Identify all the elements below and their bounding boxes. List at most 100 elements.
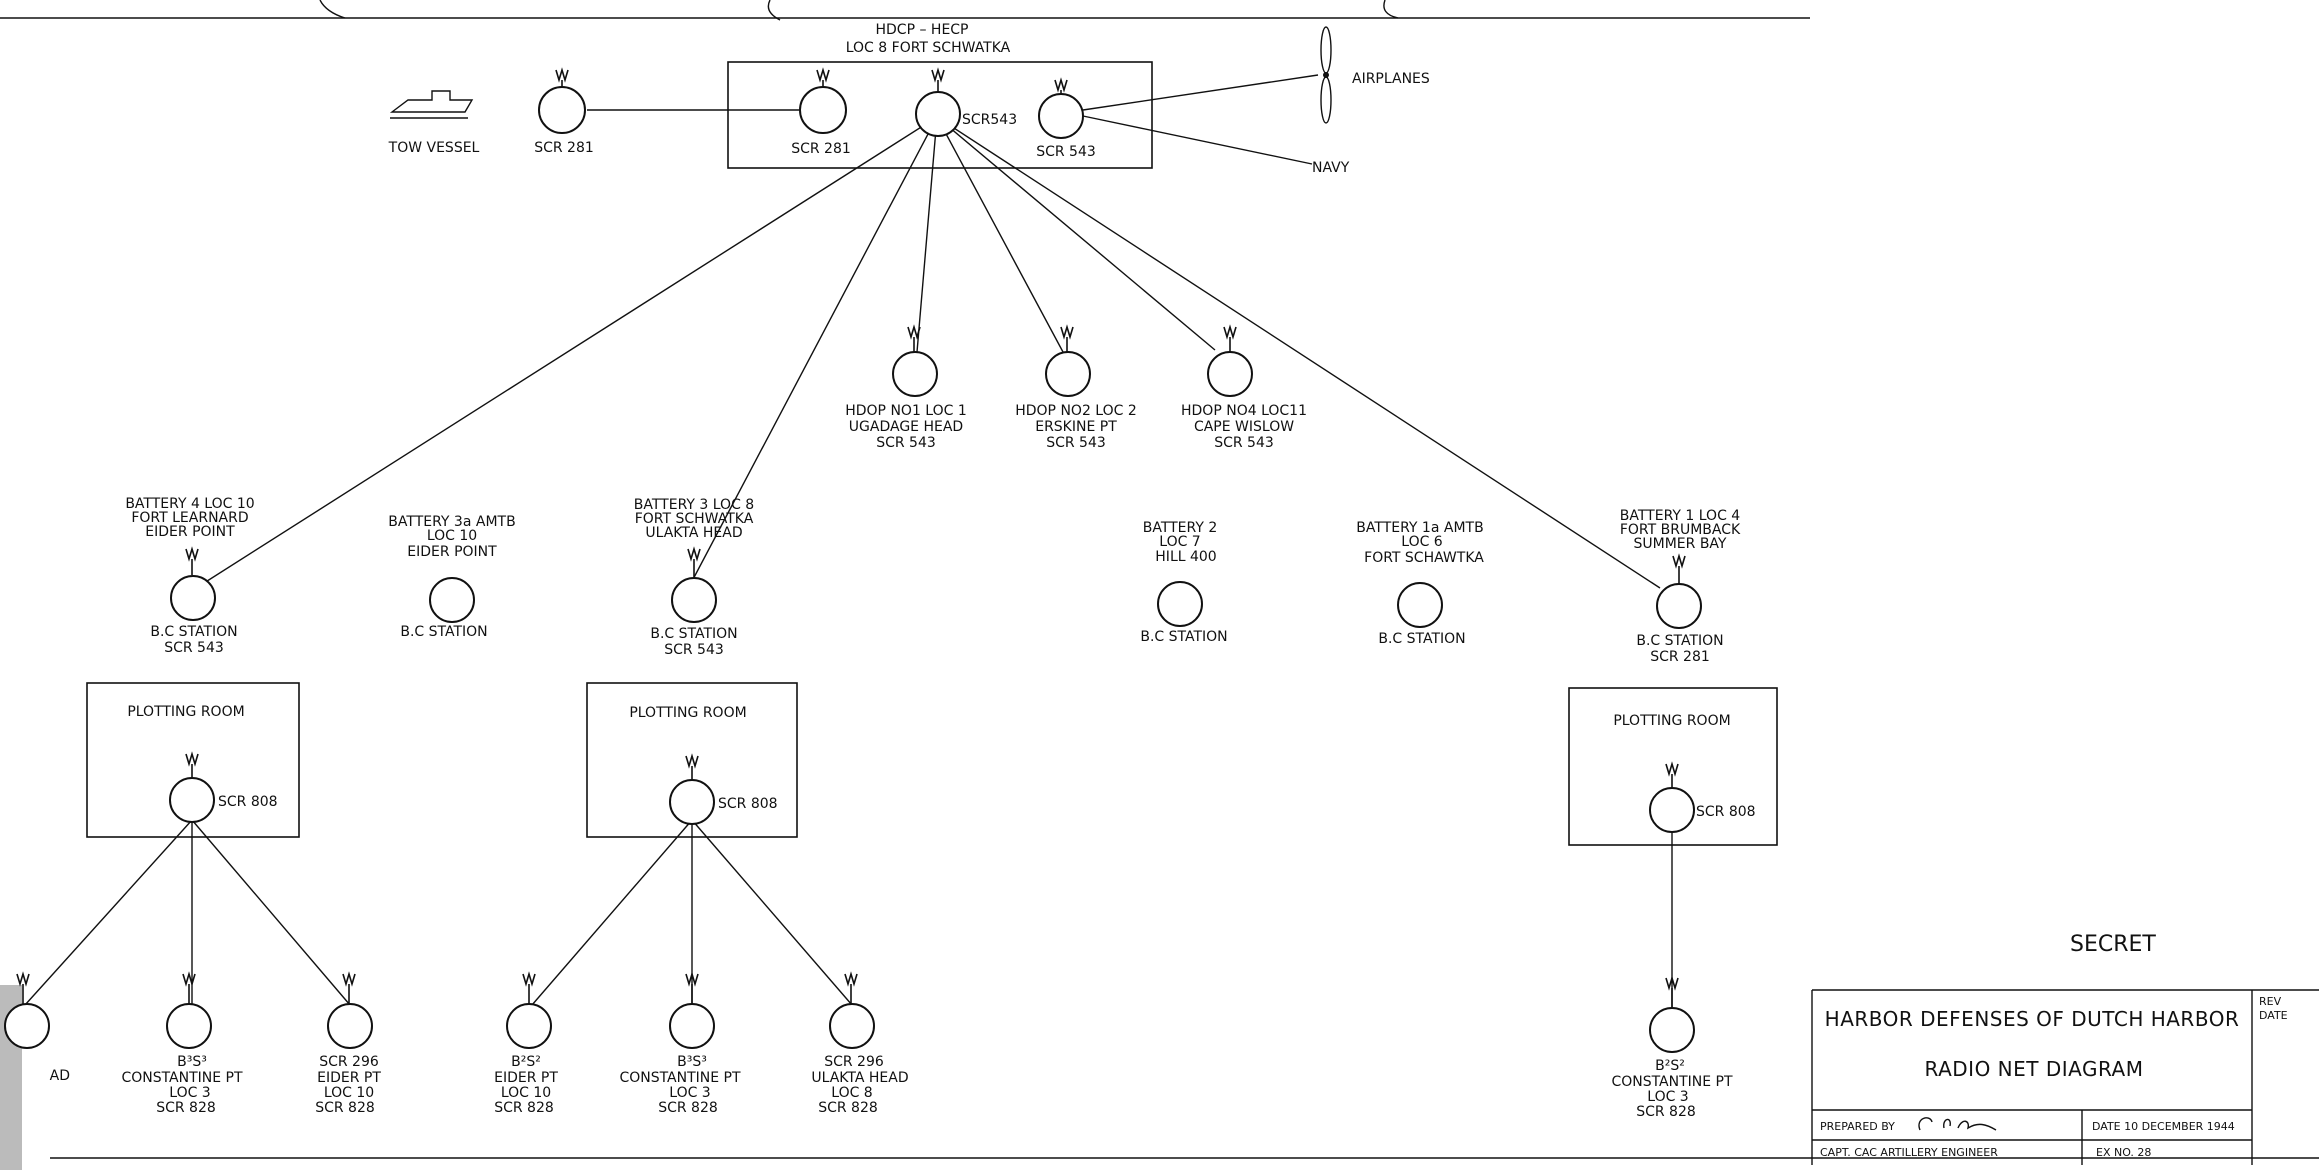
battery-1-l3: SUMMER BAY	[1634, 536, 1727, 552]
hdop-1-l1: HDOP NO1 LOC 1	[845, 403, 967, 419]
link-battery4	[192, 116, 938, 591]
bl-3-l4: SCR 828	[315, 1100, 375, 1116]
link-battery1	[936, 116, 1661, 589]
bl-station-2: B³S³ CONSTANTINE PT LOC 3 SCR 828	[121, 971, 243, 1116]
hdop-2-l1: HDOP NO2 LOC 2	[1015, 403, 1137, 419]
airplanes-label: AIRPLANES	[1352, 71, 1430, 87]
battery-3a-l3: EIDER POINT	[407, 544, 497, 560]
br-l3: LOC 3	[1647, 1089, 1688, 1105]
battery-2-s1: B.C STATION	[1140, 629, 1227, 645]
br-l4: SCR 828	[1636, 1104, 1696, 1120]
bm-3-l4: SCR 828	[818, 1100, 878, 1116]
link-hdop2	[936, 116, 1064, 353]
link-pl1-a	[24, 819, 193, 1006]
station-hdcp-scr281: SCR 281	[791, 67, 851, 157]
ex-no-label: EX NO. 28	[2096, 1146, 2151, 1159]
battery-3-s1: B.C STATION	[650, 626, 737, 642]
hdop-4-l1: HDOP NO4 LOC11	[1181, 403, 1307, 419]
title-block: SECRET HARBOR DEFENSES OF DUTCH HARBOR R…	[1811, 932, 2319, 1165]
battery-1-l1: BATTERY 1 LOC 4	[1620, 508, 1741, 524]
battery-2-l2: LOC 7	[1159, 534, 1200, 550]
station-hdop-2: HDOP NO2 LOC 2 ERSKINE PT SCR 543	[1015, 324, 1137, 451]
bm-1-l4: SCR 828	[494, 1100, 554, 1116]
battery-2-l1: BATTERY 2	[1143, 520, 1218, 536]
prepared-by: PREPARED BY	[1820, 1120, 1895, 1133]
propeller-icon	[1320, 26, 1332, 124]
rev-date-label: DATE	[2259, 1009, 2288, 1022]
tow-vessel: TOW VESSEL	[388, 90, 480, 156]
battery-4: BATTERY 4 LOC 10 FORT LEARNARD EIDER POI…	[125, 496, 254, 656]
tow-vessel-label: TOW VESSEL	[388, 140, 480, 156]
battery-4-l2: FORT LEARNARD	[131, 510, 248, 526]
battery-4-s2: SCR 543	[164, 640, 224, 656]
link-pl1-c	[191, 819, 351, 1006]
plotting-room-2: PLOTTING ROOM SCR 808	[586, 682, 798, 838]
br-station: B²S² CONSTANTINE PT LOC 3 SCR 828	[1611, 975, 1733, 1120]
battery-4-l3: EIDER POINT	[145, 524, 235, 540]
battery-2-l3: HILL 400	[1155, 549, 1216, 565]
bm-1-l2: EIDER PT	[494, 1070, 558, 1086]
station-hdcp-center: SCR543	[915, 67, 1017, 137]
bm-3-l1: SCR 296	[824, 1054, 884, 1070]
bm-1-l1: B²S²	[511, 1054, 541, 1070]
battery-4-l1: BATTERY 4 LOC 10	[125, 496, 254, 512]
link-hdop1	[916, 116, 938, 353]
link-navy	[1082, 115, 1313, 165]
bm-3-l3: LOC 8	[831, 1085, 872, 1101]
hdop-2-l2: ERSKINE PT	[1035, 419, 1117, 435]
navy-label: NAVY	[1312, 160, 1350, 176]
plotting-room-2-scr: SCR 808	[718, 796, 778, 812]
bm-station-1: B²S² EIDER PT LOC 10 SCR 828	[494, 971, 558, 1116]
bm-2-l3: LOC 3	[669, 1085, 710, 1101]
hdcp-title-2: LOC 8 FORT SCHWATKA	[846, 40, 1011, 56]
battery-3-l2: FORT SCHWATKA	[635, 511, 754, 527]
bl-station-3: SCR 296 EIDER PT LOC 10 SCR 828	[315, 971, 381, 1116]
bl-2-l3: LOC 3	[169, 1085, 210, 1101]
plotting-room-1-label: PLOTTING ROOM	[127, 704, 244, 720]
rev-label: REV	[2259, 995, 2282, 1008]
secret-label: SECRET	[2070, 932, 2156, 957]
battery-1a: BATTERY 1a AMTB LOC 6 FORT SCHAWTKA B.C …	[1356, 520, 1484, 647]
battery-1: BATTERY 1 LOC 4 FORT BRUMBACK SUMMER BAY…	[1620, 508, 1741, 665]
battery-4-s1: B.C STATION	[150, 624, 237, 640]
title-line-2: RADIO NET DIAGRAM	[1925, 1057, 2144, 1081]
hdcp-center-label: SCR543	[962, 112, 1017, 128]
battery-1a-l2: LOC 6	[1401, 534, 1443, 550]
station-hdcp-scr543: SCR 543	[1036, 77, 1096, 160]
bm-station-2: B³S³ CONSTANTINE PT LOC 3 SCR 828	[619, 971, 741, 1116]
plotting-room-3: PLOTTING ROOM SCR 808	[1568, 687, 1778, 846]
scr281-left-label: SCR 281	[534, 140, 594, 156]
title-line-1: HARBOR DEFENSES OF DUTCH HARBOR	[1825, 1007, 2240, 1031]
plotting-room-3-scr: SCR 808	[1696, 804, 1756, 820]
link-pl2-c	[691, 819, 853, 1006]
station-hdop-1: HDOP NO1 LOC 1 UGADAGE HEAD SCR 543	[845, 324, 967, 451]
battery-1-l2: FORT BRUMBACK	[1620, 522, 1741, 538]
br-l1: B²S²	[1655, 1058, 1685, 1074]
hdcp-title-1: HDCP – HECP	[875, 22, 968, 38]
plotting-room-1: PLOTTING ROOM SCR 808	[86, 682, 300, 838]
link-pl2-a	[531, 819, 693, 1006]
hdcp-scr281-label: SCR 281	[791, 141, 851, 157]
top-border	[0, 0, 1810, 21]
bl-3-l3: LOC 10	[324, 1085, 374, 1101]
bm-2-l4: SCR 828	[658, 1100, 718, 1116]
hdcp-group: HDCP – HECP LOC 8 FORT SCHWATKA	[727, 22, 1153, 169]
station-scr281-left: SCR 281	[534, 67, 594, 156]
bl-2-l4: SCR 828	[156, 1100, 216, 1116]
battery-1-s2: SCR 281	[1650, 649, 1710, 665]
signature	[1918, 1117, 1997, 1131]
battery-3-s2: SCR 543	[664, 642, 724, 658]
plotting-room-2-label: PLOTTING ROOM	[629, 705, 746, 721]
battery-3-l3: ULAKTA HEAD	[645, 525, 742, 541]
battery-3a-s1: B.C STATION	[400, 624, 487, 640]
bl-1-l1: AD	[50, 1068, 70, 1084]
hdop-4-l2: CAPE WISLOW	[1194, 419, 1294, 435]
battery-1-s1: B.C STATION	[1636, 633, 1723, 649]
battery-2: BATTERY 2 LOC 7 HILL 400 B.C STATION	[1140, 520, 1227, 645]
battery-1a-l1: BATTERY 1a AMTB	[1356, 520, 1483, 536]
engineer-label: CAPT. CAC ARTILLERY ENGINEER	[1820, 1146, 1998, 1159]
bl-3-l1: SCR 296	[319, 1054, 379, 1070]
hdcp-scr543-label: SCR 543	[1036, 144, 1096, 160]
bl-2-l2: CONSTANTINE PT	[121, 1070, 243, 1086]
